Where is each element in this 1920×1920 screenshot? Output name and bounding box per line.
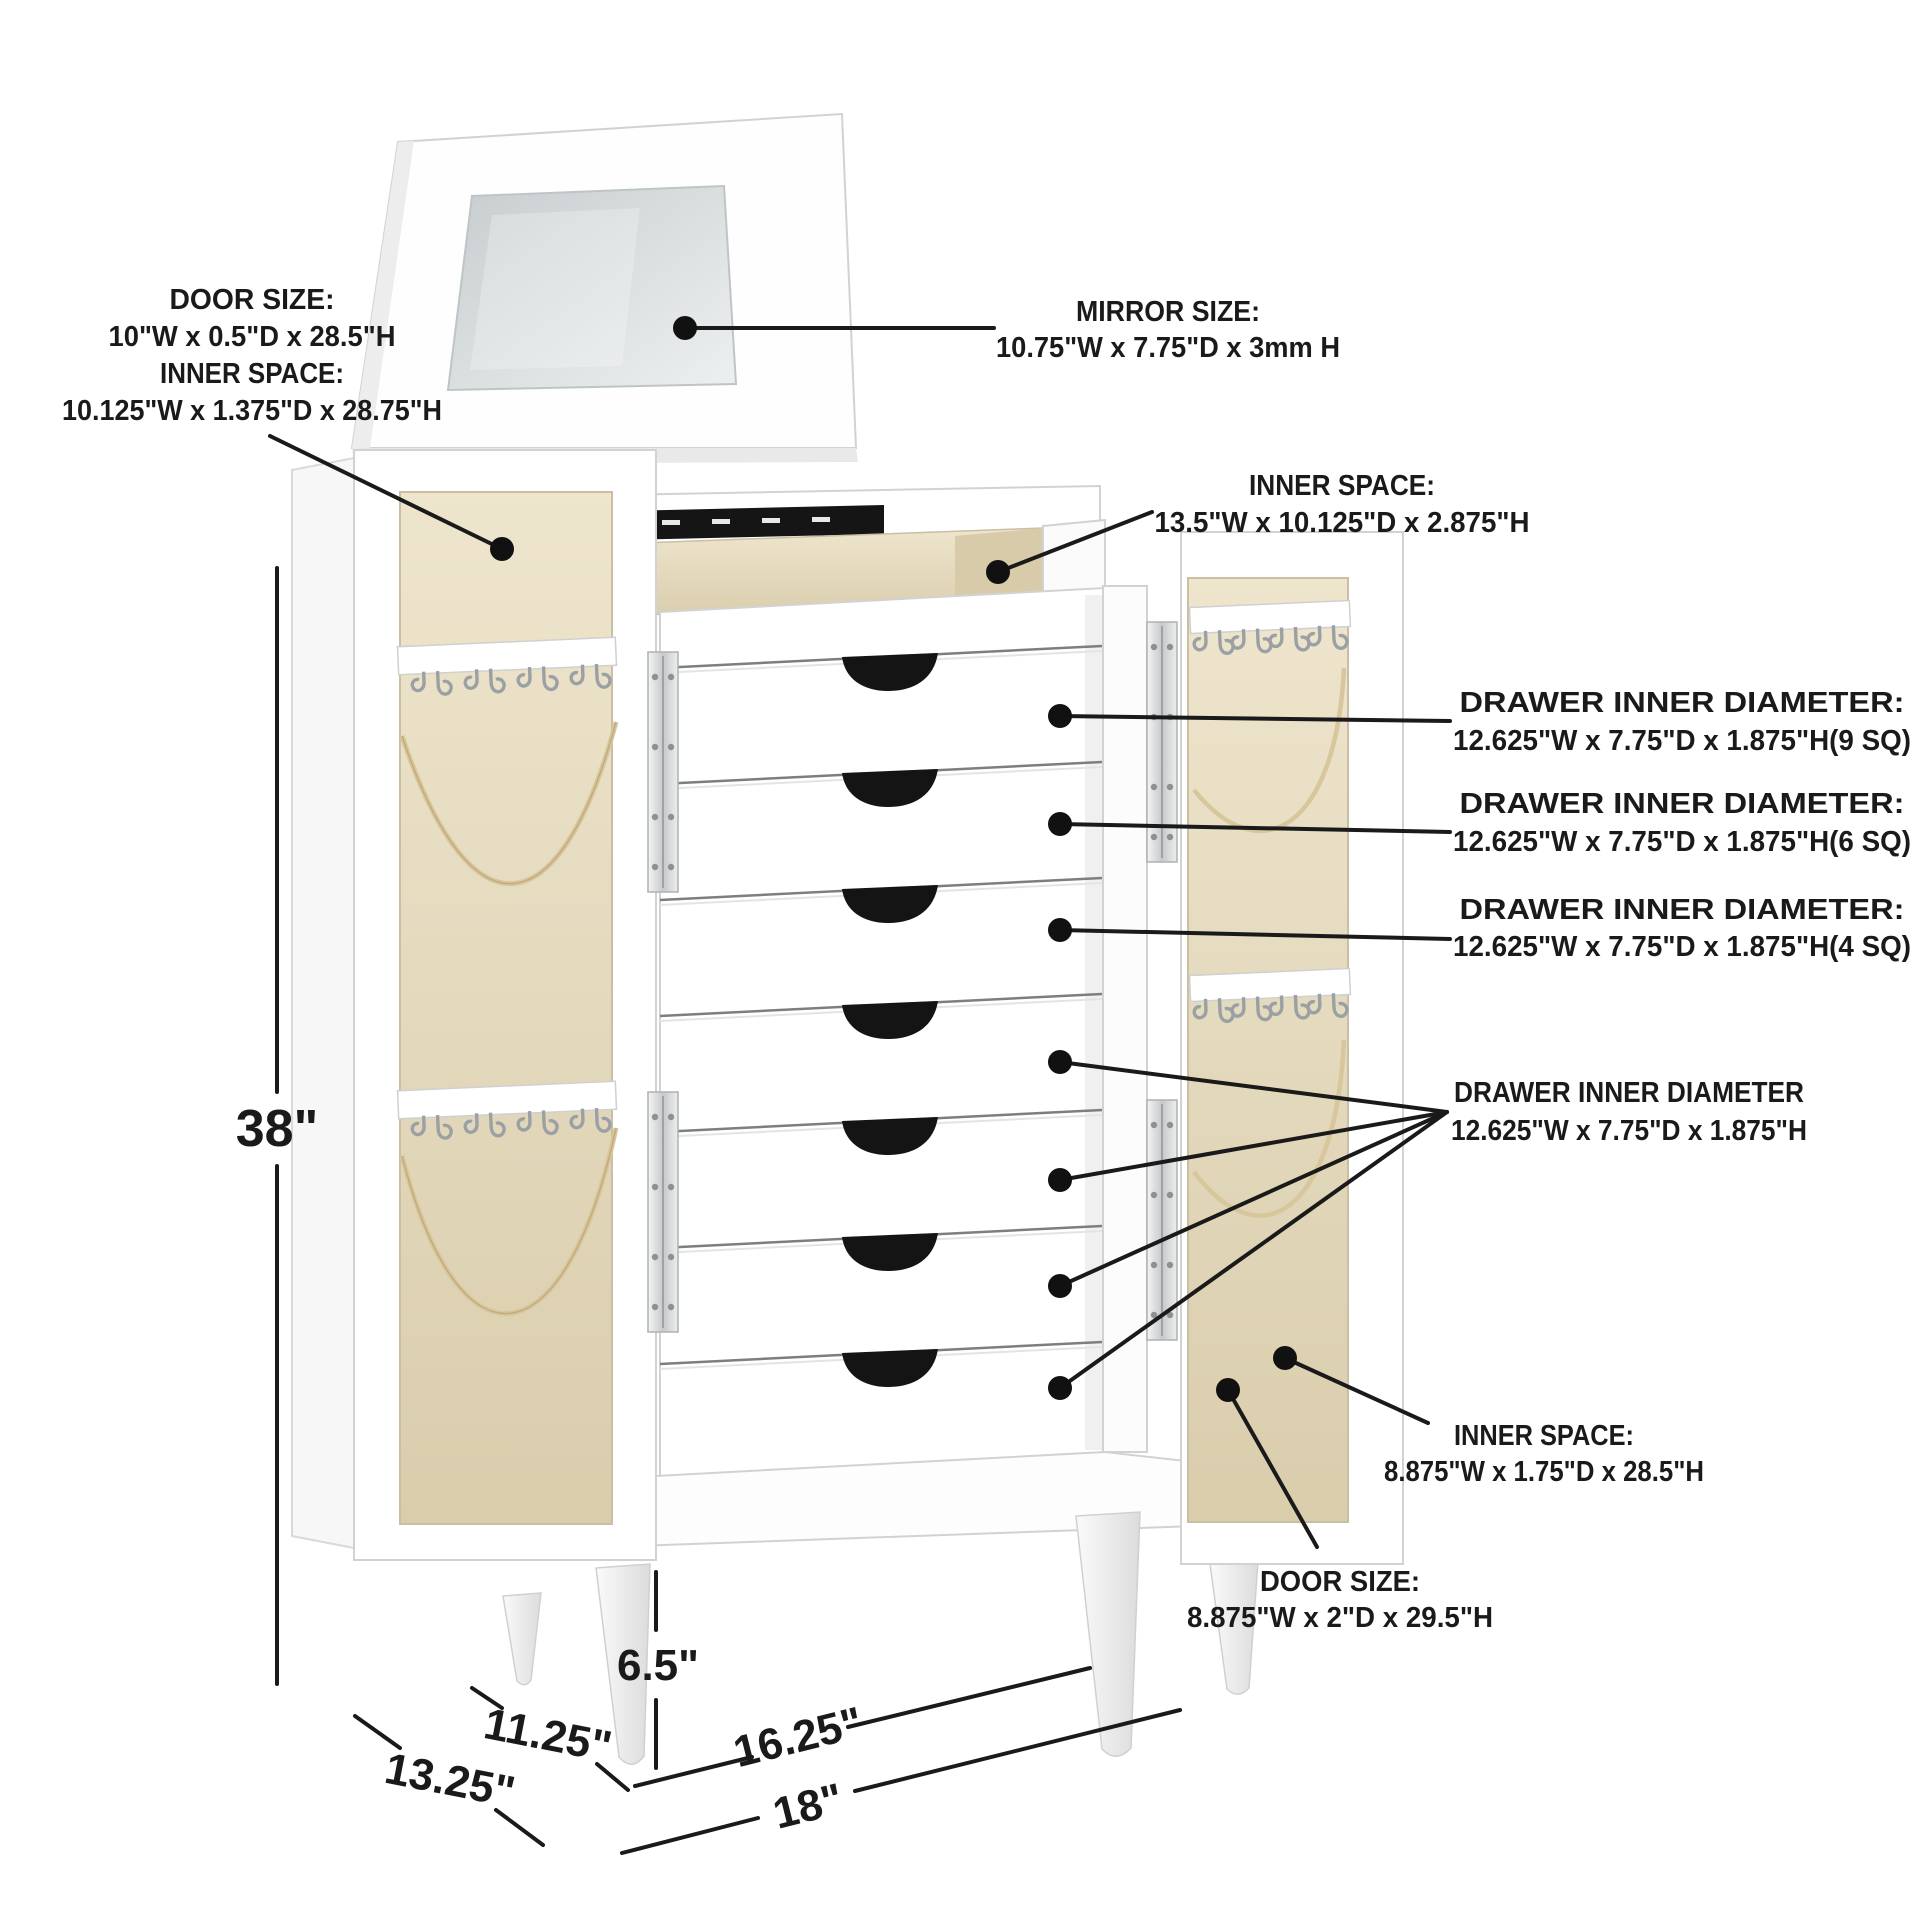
label-mirror-size: 10.75"W x 7.75"D x 3mm H [996,332,1340,364]
label-drawer-6sq-size: 12.625"W x 7.75"D x 1.875"H(6 SQ) [1453,826,1911,858]
dim-label-top-width: 16.25" [729,1698,868,1777]
dim-line-top-width-a [633,1755,754,1788]
leader-drawer-fan [1058,1110,1449,1182]
label-left-door-title: DOOR SIZE: [170,284,335,316]
dim-label-leg: 6.5" [617,1641,699,1690]
dim-line-base-width-a [620,1816,760,1855]
label-right-door-size: 8.875"W x 2"D x 29.5"H [1187,1602,1493,1634]
front-face-right-shade [1085,595,1103,1450]
drawer-handle [842,1117,938,1155]
right-door-lining [1187,577,1349,1523]
label-drawer-4sq-size: 12.625"W x 7.75"D x 1.875"H(4 SQ) [1453,931,1911,963]
label-left-door-size: 10"W x 0.5"D x 28.5"H [109,321,396,353]
drawer-handle [842,769,938,807]
callout-dot-drawer-5 [1048,1168,1072,1192]
dimension-lines [275,566,1182,1855]
label-top-inner-title: INNER SPACE: [1249,470,1435,502]
label-drawer-9sq-title: DRAWER INNER DIAMETER: [1460,687,1905,719]
callout-dot-drawer-3 [1048,918,1072,942]
label-drawer-plain-title: DRAWER INNER DIAMETER [1454,1077,1804,1109]
dim-line-base-width-b [853,1708,1182,1793]
leader-right-door [1226,1388,1319,1549]
necklace-chain [1192,1039,1347,1218]
hook-rail [396,636,618,698]
door-hinge [647,651,679,893]
callout-dot-drawer-7 [1048,1376,1072,1400]
legs [502,1511,1259,1765]
callout-dot-left-door [490,537,514,561]
leader-drawer-fan [1058,1110,1449,1288]
dim-line-base-depth-b [494,1808,545,1847]
callout-dot-right-door [1216,1378,1240,1402]
lid-open [350,112,858,464]
dimension-labels: 38" 6.5" 11.25" 13.25" 16.25" 18" [236,1100,868,1839]
label-top-inner-size: 13.5"W x 10.125"D x 2.875"H [1155,507,1530,539]
left-door-edge-depth [291,456,355,1550]
leg-back-right [1209,1560,1259,1695]
left-door-open [291,449,679,1561]
drawer-handle [842,1001,938,1039]
callout-dot-right-inner [1273,1346,1297,1370]
drawer-column [579,586,1196,1550]
leader-drawer-6sq [1058,822,1452,834]
necklace-chain [1192,667,1347,833]
callout-dot-drawer-6 [1048,1274,1072,1298]
label-left-door-inner-title: INNER SPACE: [160,358,344,390]
leader-right-inner [1283,1356,1430,1425]
right-door-open [1102,531,1404,1565]
callout-dot-drawer-4 [1048,1050,1072,1074]
label-mirror-title: MIRROR SIZE: [1076,296,1260,328]
drawer-handle [842,1349,938,1387]
drawer-handles [842,653,938,1387]
label-left-door-inner-size: 10.125"W x 1.375"D x 28.75"H [62,395,442,427]
label-right-inner-title: INNER SPACE: [1454,1420,1634,1452]
dim-line-base-depth-a [353,1714,402,1750]
hook-rail [1188,599,1352,657]
callout-dot-drawer-1 [1048,704,1072,728]
callout-leader-lines [268,326,1452,1549]
dim-line-top-depth-b [595,1762,630,1792]
leg-front-right [1075,1511,1141,1757]
dim-label-height: 38" [236,1100,319,1158]
leader-top-inner [996,510,1154,574]
label-drawer-9sq-size: 12.625"W x 7.75"D x 1.875"H(9 SQ) [1453,725,1911,757]
dim-line-top-width-b [846,1666,1092,1729]
leg-front-left [595,1563,651,1765]
callout-dots [490,316,1297,1402]
necklace-chain-detail [401,721,617,885]
mirror [446,184,738,392]
drawer-handle [842,885,938,923]
dim-label-top-depth: 11.25" [480,1699,616,1772]
necklace-chain-detail [401,1127,617,1315]
leader-drawer-4sq [1058,928,1452,941]
drawer-handle [842,1233,938,1271]
callout-dot-drawer-2 [1048,812,1072,836]
dim-label-base-depth: 13.25" [381,1744,519,1817]
dim-line-top-depth-a [470,1686,504,1710]
door-hinge [647,1091,679,1333]
callout-dot-mirror [673,316,697,340]
cabinet-right-stile [1102,585,1148,1453]
hook-rail [1188,967,1352,1025]
leg-back-left [502,1592,542,1686]
leader-drawer-fan [1058,1110,1449,1390]
label-drawer-4sq-title: DRAWER INNER DIAMETER: [1460,894,1905,926]
label-right-door-title: DOOR SIZE: [1260,1566,1420,1598]
callout-dot-top-inner [986,560,1010,584]
leader-left-door [268,434,504,551]
dim-label-base-width: 18" [768,1774,848,1838]
annotation-labels: DOOR SIZE: 10"W x 0.5"D x 28.5"H INNER S… [62,284,1911,1634]
door-hinge [1146,1099,1178,1341]
mirror-sheen [470,208,640,370]
hook-rail [396,1080,618,1142]
leader-drawer-9sq [1058,714,1452,723]
leader-drawer-fan [1058,1060,1449,1114]
label-drawer-plain-size: 12.625"W x 7.75"D x 1.875"H [1451,1115,1807,1147]
drawer-handle [842,653,938,691]
label-drawer-6sq-title: DRAWER INNER DIAMETER: [1460,788,1905,820]
lid-edge-bevel [352,141,414,448]
label-right-inner-size: 8.875"W x 1.75"D x 28.5"H [1384,1456,1704,1488]
